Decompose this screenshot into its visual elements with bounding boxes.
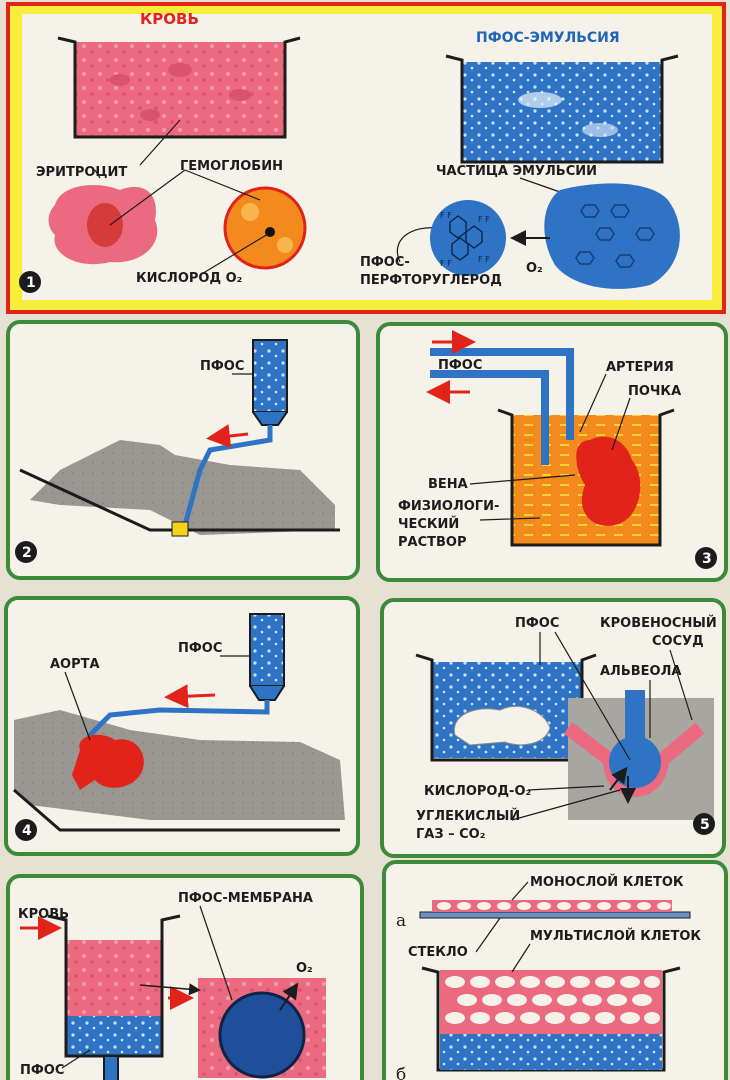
letter-a: а: [396, 911, 406, 931]
aorta-label: АОРТА: [50, 657, 100, 672]
solution-label-line2: ЧЕСКИЙ: [398, 516, 459, 532]
blood-container: [57, 36, 301, 139]
svg-text:F F: F F: [478, 255, 490, 264]
oxygen-label: КИСЛОРОД O₂: [136, 271, 242, 286]
patient-body: [30, 440, 335, 535]
panel-number-badge: [15, 541, 37, 563]
iv-bottle: [252, 339, 288, 413]
kidney-label: ПОЧКА: [628, 384, 681, 399]
panel-7: а МОНОСЛОЙ КЛЕТОК СТЕКЛО МУЛЬТИСЛОЙ КЛЕТ…: [382, 860, 728, 1080]
multilayer-label: МУЛЬТИСЛОЙ КЛЕТОК: [530, 928, 701, 944]
hemoglobin-label: ГЕМОГЛОБИН: [180, 159, 283, 174]
erythrocyte-nucleus: [87, 203, 123, 247]
glass-slide: [419, 911, 691, 919]
vessel-label-line1: КРОВЕНОСНЫЙ: [600, 615, 717, 631]
panel-number: 1: [26, 275, 36, 291]
monolayer-label: МОНОСЛОЙ КЛЕТОК: [530, 874, 684, 890]
vein-tube: [430, 370, 549, 465]
pfos-membrane: [218, 991, 306, 1079]
oxygen-label: КИСЛОРОД-O₂: [424, 784, 531, 799]
blood-label: КРОВЬ: [18, 907, 69, 922]
pfos-label: ПФОС: [515, 616, 559, 631]
emulsion-container: [445, 54, 679, 164]
vessel-label-line2: СОСУД: [652, 634, 704, 649]
mouse: [453, 705, 551, 746]
panel-number: 2: [22, 545, 32, 561]
solution-label-line3: РАСТВОР: [398, 535, 467, 550]
emulsion-particle-label: ЧАСТИЦА ЭМУЛЬСИИ: [436, 164, 597, 179]
flow-arrow-icon: [206, 424, 249, 448]
iv-tube: [182, 425, 273, 526]
artery-label: АРТЕРИЯ: [606, 360, 674, 375]
alveolus-label: АЛЬВЕОЛА: [600, 664, 681, 679]
oxygen-arrow-icon: [609, 766, 628, 791]
pfos-label-line2: ПЕРФТОРУГЛЕРОД: [360, 273, 502, 288]
pfos-molecule: F F F F F F F F: [430, 200, 506, 276]
panel-2-frame: [6, 320, 360, 580]
emulsion-particle: [544, 183, 680, 289]
panel-2: ПФОС 2: [6, 320, 360, 580]
iv-bottle: [249, 613, 285, 687]
panel-number-badge: [19, 271, 41, 293]
pfos-chamber: [66, 1016, 162, 1056]
emulsion-title: ПФОС-ЭМУЛЬСИЯ: [476, 30, 620, 46]
table: [13, 788, 340, 832]
panel-4: ПФОС АОРТА 4: [4, 596, 360, 856]
panel-3: ПФОС АРТЕРИЯ ПОЧКА ВЕНА ФИЗИОЛОГИ- ЧЕСКИ…: [376, 322, 728, 582]
panel-5: ПФОС КРОВЕНОСНЫЙ СОСУД АЛЬВЕОЛА КИСЛОРОД…: [380, 598, 726, 858]
svg-text:F F: F F: [440, 211, 452, 220]
panel-number: 3: [702, 551, 712, 567]
svg-text:F F: F F: [440, 259, 452, 268]
pfos-label-line1: ПФОС-: [360, 255, 410, 270]
flow-arrow-icon: [164, 684, 216, 709]
pfos-label: ПФОС: [178, 641, 222, 656]
pfos-layer: [440, 1034, 662, 1070]
erythrocyte-label: ЭРИТРОЦИТ: [36, 165, 127, 180]
o2-label: O₂: [296, 961, 313, 976]
panel-6: КРОВЬ ПФОС-МЕМБРАНА O₂ ПФОС: [6, 874, 364, 1080]
heart: [72, 734, 144, 790]
blood-chamber: [66, 940, 162, 1016]
pfos-label: ПФОС: [200, 359, 244, 374]
o2-label: O₂: [526, 261, 543, 276]
co2-label-line1: УГЛЕКИСЛЫЙ: [416, 808, 520, 824]
hemoglobin-molecule: [223, 186, 307, 270]
pfos-label: ПФОС: [20, 1063, 64, 1078]
co2-label-line2: ГАЗ – CO₂: [416, 827, 485, 842]
panel-number-badge: [15, 819, 37, 841]
vein-label: ВЕНА: [428, 477, 468, 492]
panel-number-badge: [695, 547, 717, 569]
panel-number: 5: [700, 817, 710, 833]
svg-text:F F: F F: [478, 215, 490, 224]
o2-arrow-icon: [279, 982, 299, 1011]
artery-tube: [430, 348, 574, 440]
panel-number: 4: [22, 823, 32, 839]
membrane-label: ПФОС-МЕМБРАНА: [178, 891, 313, 906]
blood-title: КРОВЬ: [140, 10, 199, 28]
panel-number-badge: [693, 813, 715, 835]
glass-label: СТЕКЛО: [408, 945, 468, 960]
letter-b: б: [396, 1065, 406, 1080]
pfos-label: ПФОС: [438, 358, 482, 373]
table: [19, 468, 340, 532]
catheter: [171, 521, 189, 537]
panel-1: КРОВЬ ПФОС-ЭМУЛЬСИЯ ЭРИТРОЦИТ ГЕМОГЛ: [6, 2, 726, 314]
solution-label-line1: ФИЗИОЛОГИ-: [398, 499, 499, 514]
cell-monolayer: [432, 900, 672, 912]
kidney: [576, 436, 641, 526]
